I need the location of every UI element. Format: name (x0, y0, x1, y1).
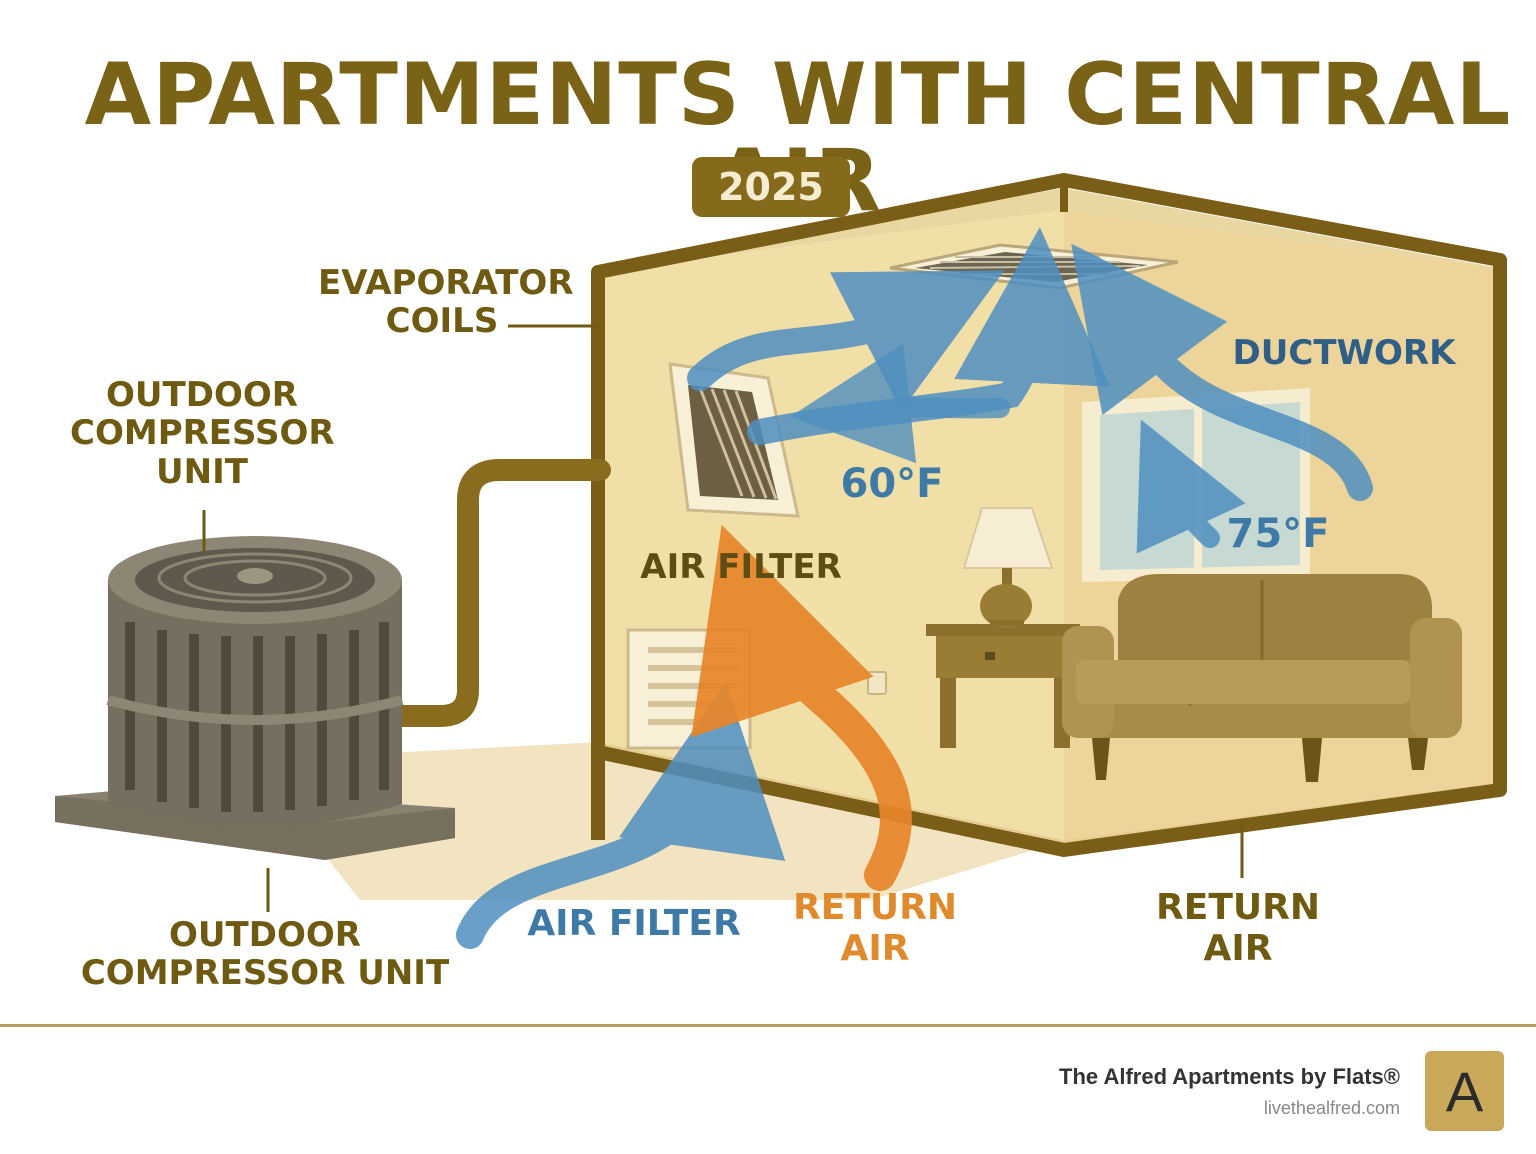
footer-divider (0, 1024, 1536, 1027)
air-filter-floor-label: AIR FILTER (527, 903, 741, 944)
return-grille-icon (626, 628, 752, 750)
sofa-icon (1062, 574, 1462, 782)
return-air-orange-label: RETURN AIR (793, 887, 957, 969)
air-filter-room-label: AIR FILTER (640, 547, 842, 587)
evaporator-coils-label: EVAPORATOR COILS (318, 263, 574, 342)
outdoor-unit-label-top: OUTDOOR COMPRESSOR UNIT (70, 375, 335, 492)
outlet-icon (867, 671, 887, 695)
airflow-arrow-floor (456, 682, 786, 949)
airflow-arrow-mid (790, 343, 1010, 464)
page-title: APARTMENTS WITH CENTRAL AIR (84, 45, 1512, 224)
airflow-arrow-coil-to-vent (687, 270, 1005, 412)
ductwork-label: DUCTWORK (1232, 333, 1456, 373)
supply-temp-label: 60°F (840, 461, 944, 507)
room-temp-label: 75°F (1226, 511, 1330, 557)
room-outline (591, 173, 1507, 857)
airflow-arrow-window (1136, 419, 1246, 554)
lamp-icon (962, 507, 1054, 628)
return-air-arrow (691, 524, 912, 891)
refrigerant-pipe (391, 459, 611, 727)
footer-brand-url: livethealfred.com (1263, 1098, 1400, 1118)
airflow-arrow-ductwork (1071, 243, 1373, 501)
return-air-olive-label: RETURN AIR (1156, 887, 1320, 969)
evaporator-coil-icon (668, 362, 800, 518)
room-ceiling (598, 188, 1500, 272)
footer-brand-name: The Alfred Apartments by Flats® (1059, 1064, 1400, 1089)
year-badge: 2025 (692, 157, 850, 217)
outdoor-unit-label-bottom: OUTDOOR COMPRESSOR UNIT (80, 915, 450, 994)
brand-logo: A (1425, 1051, 1504, 1131)
outdoor-compressor-unit-icon (55, 536, 455, 860)
